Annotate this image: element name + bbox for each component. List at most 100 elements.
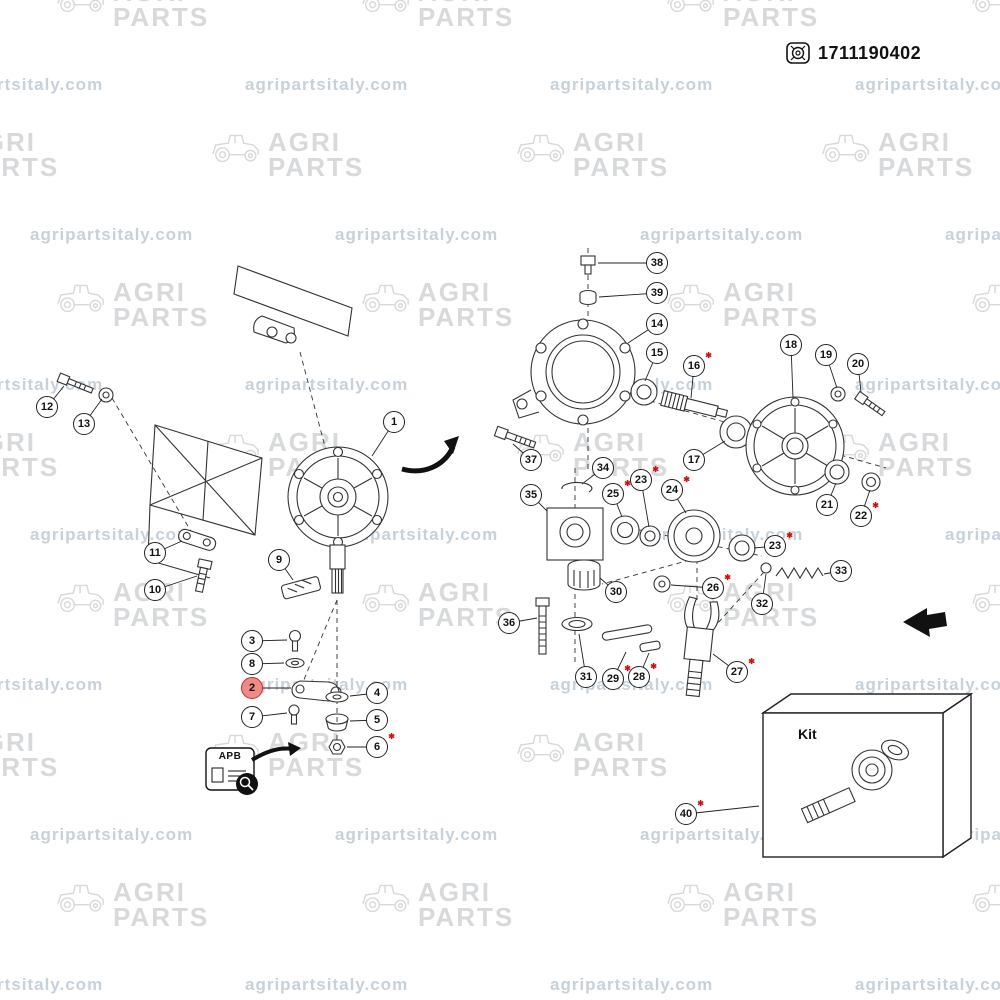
kit-part-marker: ✱ [650, 662, 657, 671]
watermark-url: agripartsitaly.com [30, 225, 194, 244]
callout-20[interactable]: 20 [847, 353, 869, 375]
watermark-url: agripartsitaly.com [0, 975, 104, 994]
kit-part-marker: ✱ [697, 799, 704, 808]
callout-11[interactable]: 11 [144, 542, 166, 564]
callout-30[interactable]: 30 [605, 581, 627, 603]
callout-14[interactable]: 14 [646, 313, 668, 335]
kit-part-marker: ✱ [624, 664, 631, 673]
callout-26[interactable]: 26✱ [702, 574, 731, 599]
callout-23-2[interactable]: 23✱ [764, 532, 793, 557]
callout-31[interactable]: 31 [575, 666, 597, 688]
watermark-url: agripartsitaly.com [245, 75, 409, 94]
callout-28[interactable]: 28✱ [628, 663, 657, 688]
watermark-url: agripartsitaly.com [0, 675, 104, 694]
callout-15[interactable]: 15 [646, 342, 668, 364]
callout-2[interactable]: 2 [241, 677, 263, 699]
kit-part-marker: ✱ [624, 479, 631, 488]
bearing-icon [786, 42, 810, 64]
callout-7[interactable]: 7 [241, 706, 263, 728]
callout-13[interactable]: 13 [73, 413, 95, 435]
callout-24[interactable]: 24✱ [661, 476, 690, 501]
watermark-url: agripartsitaly.com [30, 525, 194, 544]
callout-17[interactable]: 17 [683, 449, 705, 471]
callout-8[interactable]: 8 [241, 653, 263, 675]
kit-box-label: Kit [798, 726, 817, 742]
part-number-header: 1711190402 [786, 42, 921, 64]
callout-36[interactable]: 36 [498, 612, 520, 634]
watermark-url: agripartsitaly.com [855, 75, 1000, 94]
watermark-url: agripartsitaly.com [245, 975, 409, 994]
watermark-url: agripartsitaly.com [30, 825, 194, 844]
callout-6[interactable]: 6✱ [366, 733, 395, 758]
callout-18[interactable]: 18 [780, 334, 802, 356]
callout-34[interactable]: 34 [592, 457, 614, 479]
callout-5[interactable]: 5 [366, 709, 388, 731]
callout-39[interactable]: 39 [646, 282, 668, 304]
callout-16[interactable]: 16✱ [683, 352, 712, 377]
callout-12[interactable]: 12 [36, 396, 58, 418]
kit-part-marker: ✱ [872, 501, 879, 510]
kit-part-marker: ✱ [652, 465, 659, 474]
watermark-url: agripartsitaly.com [945, 525, 1000, 544]
callout-22[interactable]: 22✱ [850, 502, 879, 527]
watermark-url: agripartsitaly.com [335, 825, 499, 844]
callout-32[interactable]: 32 [751, 593, 773, 615]
kit-part-drawing [800, 739, 909, 824]
apb-badge-label: APB [218, 751, 242, 762]
callout-27[interactable]: 27✱ [726, 658, 755, 683]
part-number: 1711190402 [818, 42, 922, 63]
magnifier-icon [236, 773, 258, 795]
callout-33[interactable]: 33 [830, 560, 852, 582]
callout-3[interactable]: 3 [241, 630, 263, 652]
callout-25[interactable]: 25✱ [602, 480, 631, 505]
callout-1[interactable]: 1 [383, 411, 405, 433]
callout-40[interactable]: 40✱ [675, 800, 704, 825]
watermark-url: agripartsitaly.com [550, 75, 714, 94]
callout-23[interactable]: 23✱ [630, 466, 659, 491]
watermark-url: agripartsitaly.com [245, 375, 409, 394]
watermark-url: agripartsitaly.com [550, 975, 714, 994]
kit-part-marker: ✱ [724, 573, 731, 582]
watermark-url: agripartsitaly.com [945, 225, 1000, 244]
callout-10[interactable]: 10 [144, 579, 166, 601]
callout-19[interactable]: 19 [815, 344, 837, 366]
kit-part-marker: ✱ [705, 351, 712, 360]
kit-part-marker: ✱ [786, 531, 793, 540]
watermark-url: agripartsitaly.com [0, 75, 104, 94]
left-assembly-drawing [56, 265, 459, 755]
watermark-url: agripartsitaly.com [855, 675, 1000, 694]
watermark-url: agripartsitaly.com [640, 825, 804, 844]
callout-21[interactable]: 21 [816, 494, 838, 516]
callout-35[interactable]: 35 [520, 484, 542, 506]
kit-part-marker: ✱ [683, 475, 690, 484]
callout-4[interactable]: 4 [366, 682, 388, 704]
watermark-url: agripartsitaly.com [335, 225, 499, 244]
callout-38[interactable]: 38 [646, 252, 668, 274]
callout-9[interactable]: 9 [268, 549, 290, 571]
callout-37[interactable]: 37 [520, 449, 542, 471]
callout-29[interactable]: 29✱ [602, 665, 631, 690]
